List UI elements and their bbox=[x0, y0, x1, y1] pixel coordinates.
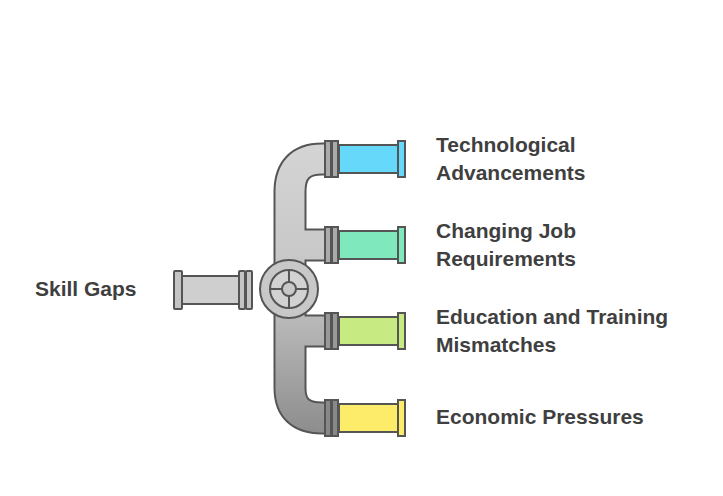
outlet-label: Economic Pressures bbox=[436, 403, 712, 431]
input-pipe bbox=[174, 271, 252, 309]
valve-wheel bbox=[260, 260, 318, 318]
outlet-pipes bbox=[325, 141, 405, 436]
outlet-label: Education and Training Mismatches bbox=[436, 303, 712, 359]
input-label: Skill Gaps bbox=[35, 275, 165, 303]
outlet-label: Changing Job Requirements bbox=[436, 217, 636, 273]
outlet-label: Technological Advancements bbox=[436, 131, 636, 187]
